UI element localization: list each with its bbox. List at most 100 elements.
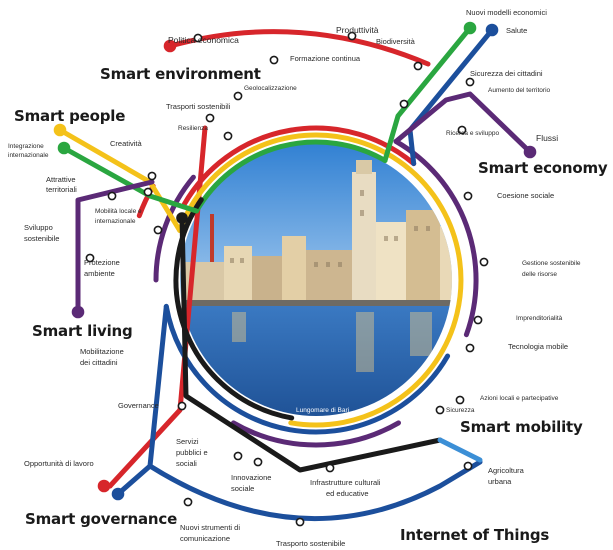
red-line-left (107, 125, 208, 489)
label-biodiversita: Biodiversità (376, 37, 415, 46)
yellow-ring (177, 132, 464, 428)
label-trasporto-sostenibile: Trasporto sostenibile (276, 539, 346, 548)
station-ricerca-sviluppo (457, 125, 467, 135)
label-protezione-2: ambiente (84, 269, 115, 278)
station-aumento-territorio (399, 99, 409, 109)
purple-spur-right (393, 91, 533, 155)
label-servizi-3: sociali (176, 459, 197, 468)
label-trasporti-sostenibili: Trasporti sostenibili (166, 102, 231, 111)
label-produttivita: Produttività (336, 25, 379, 35)
label-nuovi-modelli-economici: Nuovi modelli economici (466, 8, 547, 17)
label-politica-economica: Politica economica (168, 35, 239, 45)
red-line-top (167, 29, 431, 67)
station-formazione-continua (269, 55, 279, 65)
label-servizi-1: Servizi (176, 437, 199, 446)
category-smart-environment: Smart environment (100, 65, 261, 83)
label-tecnologia-mobile: Tecnologia mobile (508, 342, 569, 351)
label-mobilitazione-1: Mobilitazione (80, 347, 124, 356)
label-sviluppo-2: sostenibile (24, 234, 60, 243)
green-ring (194, 139, 388, 214)
label-flussi: Flussi (536, 133, 559, 143)
label-mobilitazione-2: dei cittadini (80, 358, 118, 367)
purple-ring-bottom (231, 420, 401, 448)
terminal-smart-governance (111, 487, 125, 501)
category-smart-economy: Smart economy (478, 159, 608, 177)
category-smart-governance: Smart governance (25, 510, 178, 528)
label-nuovi-strumenti-2: comunicazione (180, 534, 231, 543)
terminal-smart-living (71, 305, 85, 319)
green-spur-right (382, 25, 473, 163)
terminal-nuovi-modelli (463, 21, 477, 35)
station-agricoltura (463, 461, 473, 471)
label-governance: Governance (118, 401, 159, 410)
station-mobilita (143, 187, 153, 197)
black-spur (179, 215, 443, 473)
station-attrattive (107, 191, 117, 201)
label-gestione-1: Gestione sostenibile (522, 260, 581, 267)
station-sicurezza-cittadini (465, 77, 475, 87)
green-spur (61, 145, 199, 214)
station-imprenditorialita (473, 315, 483, 325)
purple-ring-left (153, 174, 196, 283)
station-protezione (85, 253, 95, 263)
label-formazione-continua: Formazione continua (290, 54, 361, 63)
label-mobilita-1: Mobilità locale e (95, 208, 142, 215)
terminal-black-line (176, 212, 188, 224)
station-geolocalizzazione (233, 91, 243, 101)
station-trasporto-sostenibile (295, 517, 305, 527)
station-innovazione (253, 457, 263, 467)
label-sviluppo-1: Sviluppo (24, 223, 53, 232)
station-politica-economica (193, 33, 203, 43)
label-infrastrutture-2: ed educative (326, 489, 369, 498)
category-smart-living: Smart living (32, 322, 133, 340)
station-azioni-locali (455, 395, 465, 405)
blue-iot-link (437, 437, 483, 463)
label-imprenditorialita: Imprenditorialità (516, 315, 563, 322)
station-sicurezza (435, 405, 445, 415)
station-nuovi-strumenti (183, 497, 193, 507)
station-biodiversita (413, 61, 423, 71)
purple-spur-left (75, 179, 155, 315)
station-resilienza (223, 131, 233, 141)
label-agricoltura-1: Agricoltura (488, 466, 524, 475)
terminal-politica-economica (163, 39, 177, 53)
label-attrattive-2: territoriali (46, 185, 77, 194)
blue-lower-line (147, 459, 483, 522)
label-innovazione-2: sociale (231, 484, 255, 493)
label-creativita: Creatività (110, 139, 142, 148)
label-aumento-territorio: Aumento del territorio (488, 87, 551, 94)
label-protezione-1: Protezione (84, 258, 120, 267)
station-tecnologia-mobile (465, 343, 475, 353)
label-salute: Salute (506, 26, 528, 35)
label-attrattive-1: Attrattive (46, 175, 76, 184)
label-agricoltura-2: urbana (488, 477, 512, 486)
metro-lines (57, 25, 533, 522)
label-gestione-2: delle risorse (522, 271, 558, 278)
station-coesione-sociale (463, 191, 473, 201)
terminal-opportunita (97, 479, 111, 493)
label-ricerca-sviluppo: Ricerca e sviluppo (446, 130, 500, 137)
station-creativita (147, 171, 157, 181)
label-sicurezza-cittadini: Sicurezza dei cittadini (470, 69, 543, 78)
category-smart-mobility: Smart mobility (460, 418, 583, 436)
station-mobilita-2 (153, 225, 163, 235)
label-mobilita-2: internazionale (95, 218, 136, 225)
label-resilienza: Resilienza (178, 125, 208, 132)
label-infrastrutture-1: Infrastrutture culturali (310, 478, 381, 487)
purple-ring-right (393, 138, 479, 338)
label-integrazione-2: internazionale (8, 152, 49, 159)
metro-stations (53, 21, 537, 527)
station-gestione (479, 257, 489, 267)
category-internet-of-things: Internet of Things (400, 526, 550, 544)
station-governance (177, 401, 187, 411)
terminal-smart-people (53, 123, 67, 137)
label-azioni-locali: Azioni locali e partecipative (480, 395, 559, 402)
station-trasporti-sostenibili (205, 113, 215, 123)
red-ring (181, 125, 417, 207)
station-servizi (233, 451, 243, 461)
label-coesione-sociale: Coesione sociale (497, 191, 555, 200)
label-geolocalizzazione: Geolocalizzazione (244, 85, 297, 92)
category-smart-people: Smart people (14, 107, 126, 125)
label-nuovi-strumenti-1: Nuovi strumenti di (180, 523, 241, 532)
